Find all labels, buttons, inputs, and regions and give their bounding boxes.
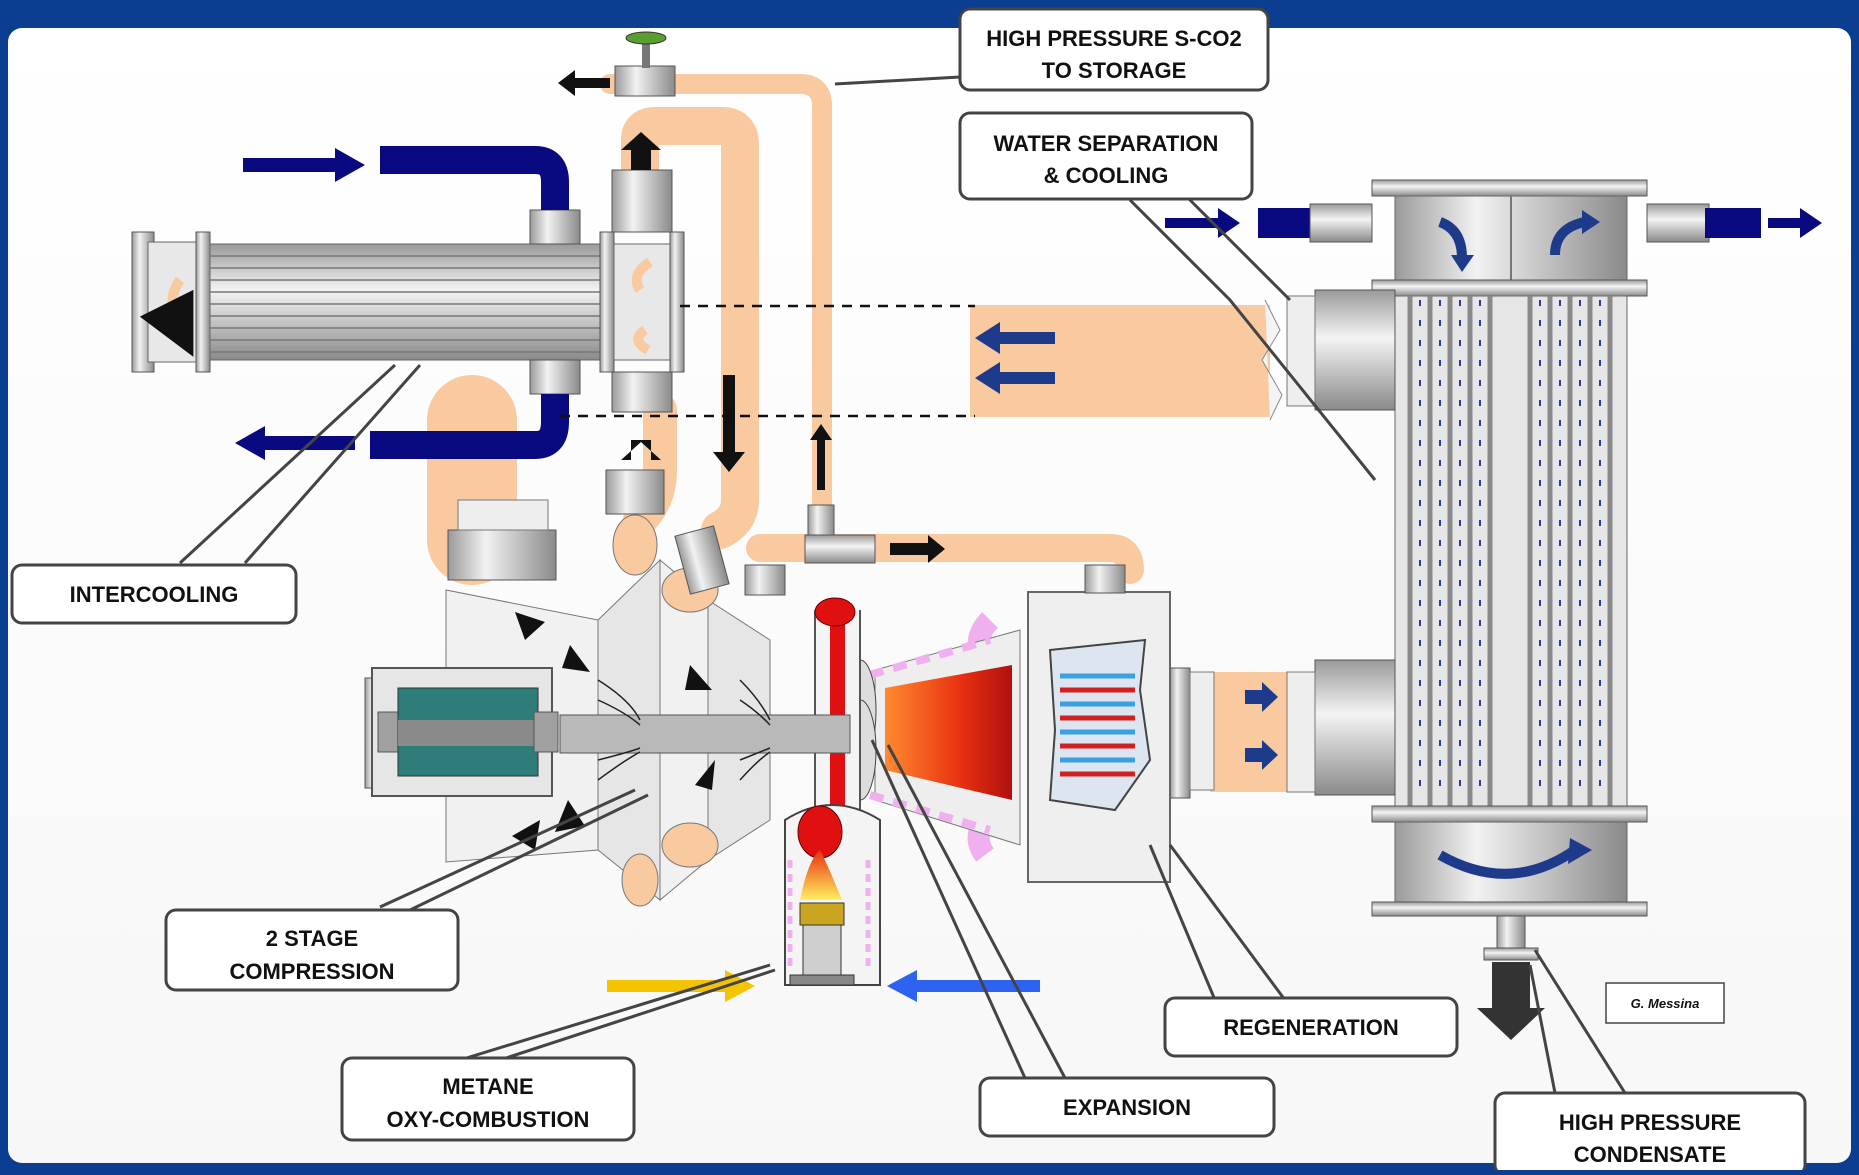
label-storage-line1: HIGH PRESSURE S-CO2 [986, 26, 1242, 51]
tee-fitting [805, 535, 875, 563]
label-storage-line2: TO STORAGE [1042, 58, 1187, 83]
tee-nozzle [808, 505, 834, 535]
label-regeneration: REGENERATION [1165, 998, 1457, 1056]
label-condensate: HIGH PRESSURE CONDENSATE [1495, 1093, 1805, 1170]
label-water-separation-line1: WATER SEPARATION [994, 131, 1219, 156]
label-intercooling: INTERCOOLING [12, 565, 296, 623]
label-combustion-line1: METANE [442, 1074, 533, 1099]
label-condensate-line1: HIGH PRESSURE [1559, 1110, 1741, 1135]
label-compression-line2: COMPRESSION [229, 959, 394, 984]
label-compression: 2 STAGE COMPRESSION [166, 910, 458, 990]
return-duct [970, 305, 1270, 417]
label-expansion: EXPANSION [980, 1078, 1274, 1136]
author-credit-text: G. Messina [1631, 996, 1700, 1011]
label-combustion-line2: OXY-COMBUSTION [387, 1107, 590, 1132]
label-storage: HIGH PRESSURE S-CO2 TO STORAGE [960, 9, 1268, 90]
label-combustion: METANE OXY-COMBUSTION [342, 1058, 634, 1140]
label-intercooling-text: INTERCOOLING [70, 582, 239, 607]
label-regeneration-text: REGENERATION [1223, 1015, 1399, 1040]
label-water-separation: WATER SEPARATION & COOLING [960, 113, 1252, 199]
motor [365, 668, 558, 796]
oxygen-arrow-icon [915, 980, 1040, 992]
label-condensate-line2: CONDENSATE [1574, 1142, 1726, 1167]
label-compression-line1: 2 STAGE [266, 926, 359, 951]
label-water-separation-line2: & COOLING [1044, 163, 1169, 188]
label-expansion-text: EXPANSION [1063, 1095, 1191, 1120]
author-credit: G. Messina [1606, 983, 1724, 1023]
